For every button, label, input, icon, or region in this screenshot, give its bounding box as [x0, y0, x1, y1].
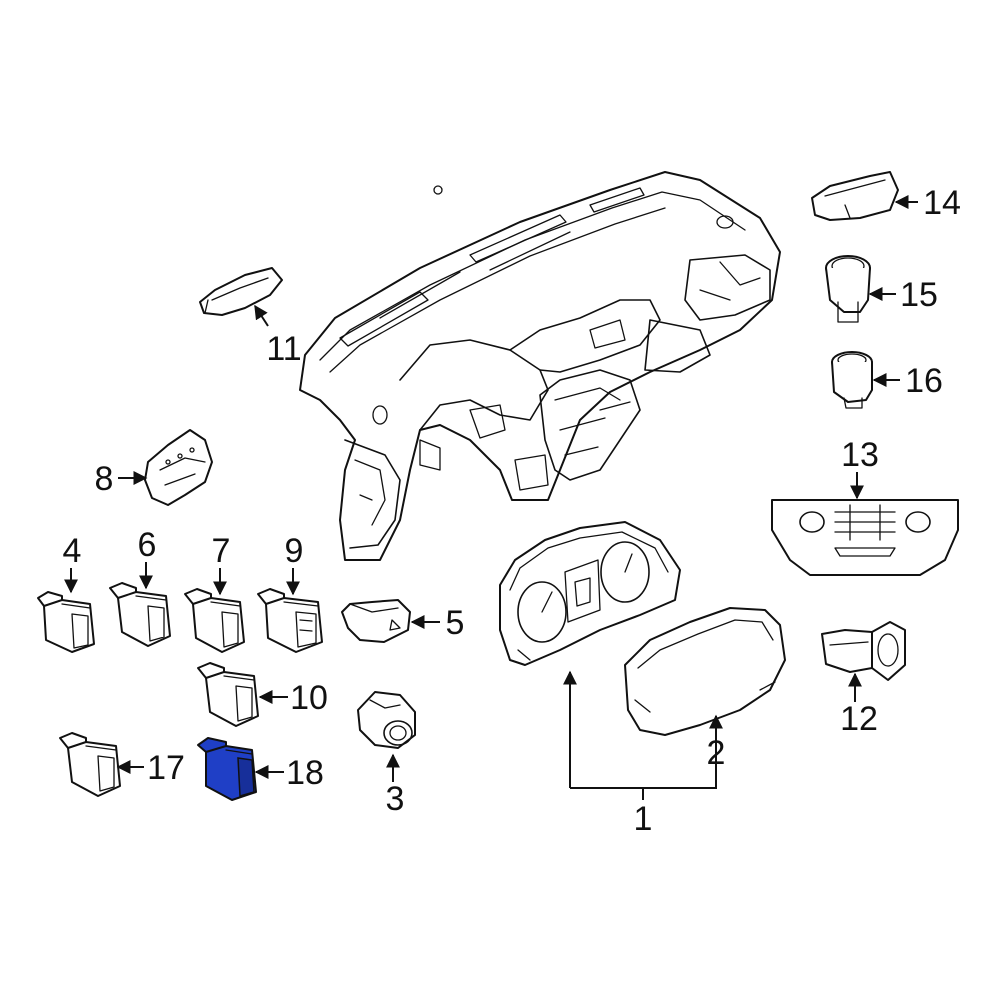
knob-switch-illustration — [357, 691, 416, 749]
callout-16: 16 — [905, 362, 943, 400]
callout-14: 14 — [923, 184, 961, 222]
callout-1: 1 — [634, 800, 653, 838]
callout-7: 7 — [212, 532, 231, 570]
callout-labels: 1 2 3 4 5 6 7 8 9 10 11 12 13 14 15 16 1… — [63, 184, 961, 838]
callout-2: 2 — [707, 734, 726, 772]
callout-17: 17 — [147, 749, 185, 787]
instrument-cluster-illustration — [499, 521, 681, 666]
callout-9: 9 — [285, 532, 304, 570]
switch-part-7-illustration — [184, 588, 245, 653]
switch-part-11-illustration — [199, 267, 283, 316]
callout-12: 12 — [840, 700, 878, 738]
callout-11: 11 — [266, 330, 301, 368]
switch-part-8-illustration — [144, 429, 213, 506]
switch-part-9-illustration — [257, 588, 323, 653]
switch-part-6-illustration — [109, 582, 171, 647]
callout-8: 8 — [95, 460, 114, 498]
dashboard-frame-illustration — [299, 171, 781, 561]
callout-18: 18 — [286, 754, 324, 792]
switch-part-16-illustration — [831, 351, 873, 409]
switch-part-18-highlighted[interactable] — [197, 737, 257, 801]
cluster-lens-illustration — [624, 607, 786, 736]
leader-lines — [64, 195, 918, 800]
switch-part-5-illustration — [341, 599, 411, 643]
switch-part-12-illustration — [821, 621, 906, 681]
callout-15: 15 — [900, 276, 938, 314]
switch-part-15-illustration — [825, 255, 871, 323]
callout-4: 4 — [63, 532, 82, 570]
callout-13: 13 — [841, 436, 879, 474]
callout-10: 10 — [290, 679, 328, 717]
switch-part-4-illustration — [37, 591, 95, 653]
callout-5: 5 — [446, 604, 465, 642]
callout-3: 3 — [386, 780, 405, 818]
climate-panel-illustration — [771, 499, 959, 576]
callout-6: 6 — [138, 526, 157, 564]
switch-part-17-illustration — [59, 732, 121, 797]
switch-part-10-illustration — [197, 662, 259, 727]
switch-part-14-illustration — [811, 171, 899, 221]
